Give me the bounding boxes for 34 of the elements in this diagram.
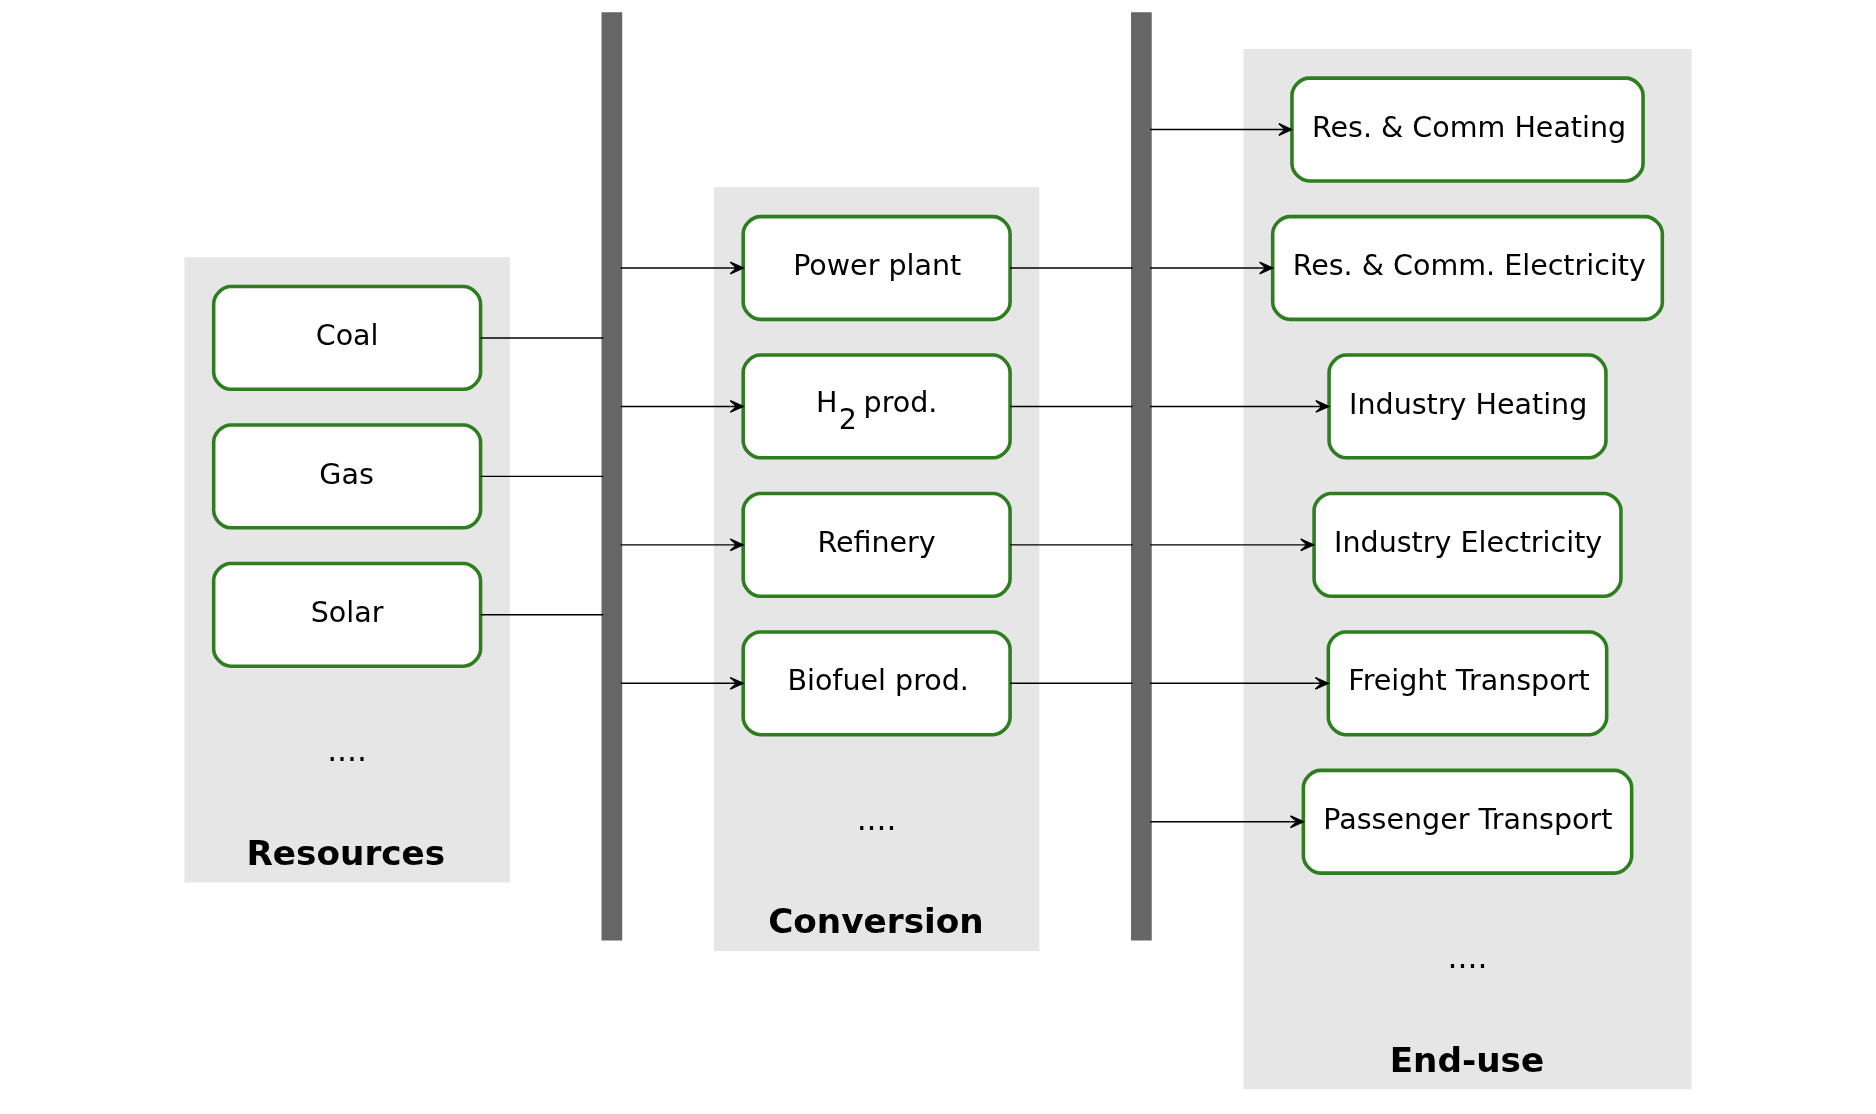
node-box: Passenger Transport <box>1301 768 1634 875</box>
connector <box>1009 682 1134 685</box>
connector <box>1009 544 1134 546</box>
arrow <box>619 261 744 275</box>
node-bar <box>1131 12 1152 941</box>
node-box: Res. & Comm. Electricity <box>1270 214 1665 322</box>
label: .... <box>1447 939 1488 976</box>
arrow <box>1149 676 1329 690</box>
arrow <box>619 399 744 413</box>
arrow <box>1149 123 1293 137</box>
node-box: Gas <box>211 423 483 530</box>
arrow <box>1149 538 1315 552</box>
node-box: Solar <box>211 561 483 668</box>
node-box: Freight Transport <box>1326 630 1609 737</box>
label: .... <box>856 800 897 837</box>
node-box: Power plant <box>741 214 1012 322</box>
node-box: Biofuel prod. <box>741 630 1012 737</box>
node-box: Refinery <box>741 491 1012 599</box>
arrow <box>1149 815 1305 829</box>
node-box: Industry Electricity <box>1312 491 1623 599</box>
arrow <box>619 676 744 690</box>
connector <box>479 337 604 339</box>
connector <box>1009 405 1134 408</box>
node-box: Coal <box>211 284 483 392</box>
node-box: Industry Heating <box>1327 353 1608 460</box>
arrow <box>1149 399 1330 413</box>
node-box: Res. & Comm Heating <box>1290 76 1645 183</box>
label: .... <box>327 732 368 769</box>
arrow <box>1149 261 1274 275</box>
node-bar <box>601 12 623 941</box>
connector <box>479 475 604 478</box>
arrow <box>619 538 744 552</box>
connector <box>1009 267 1134 269</box>
connector <box>479 614 604 616</box>
